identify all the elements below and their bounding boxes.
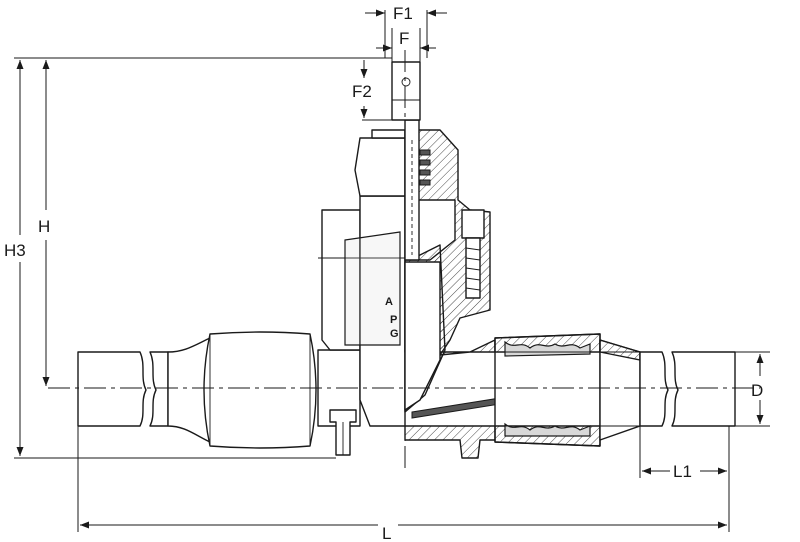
dimension-h3: H3 bbox=[4, 60, 336, 459]
inner-bore bbox=[445, 351, 640, 427]
dimension-label-l1: L1 bbox=[673, 462, 692, 481]
dimension-l1: L1 bbox=[639, 426, 730, 481]
right-coupling bbox=[494, 333, 641, 447]
dimension-label-h: H bbox=[38, 217, 50, 236]
dimension-f: F bbox=[376, 28, 436, 62]
dimension-label-l: L bbox=[382, 524, 391, 542]
dimension-d: D bbox=[735, 351, 770, 427]
dimension-l: L bbox=[77, 426, 730, 542]
dimension-h: H bbox=[38, 60, 50, 386]
left-weld-sleeve bbox=[203, 331, 317, 449]
dimension-label-f2: F2 bbox=[352, 82, 372, 101]
dimension-f2: F2 bbox=[352, 60, 392, 121]
right-pipe-end bbox=[639, 351, 736, 427]
bonnet-bolt bbox=[461, 209, 485, 299]
left-pipe-end bbox=[77, 337, 211, 443]
dimension-label-f: F bbox=[399, 29, 409, 48]
stem-packing bbox=[419, 149, 431, 186]
body-logo-mark: A bbox=[385, 296, 393, 308]
operating-nut bbox=[391, 61, 421, 121]
body-mark-g: G bbox=[390, 328, 399, 340]
body-marks: A P G bbox=[385, 296, 399, 340]
dimension-label-h3: H3 bbox=[4, 241, 26, 260]
valve-body-exterior bbox=[317, 129, 406, 427]
dimension-label-d: D bbox=[751, 381, 763, 400]
body-mark-p: P bbox=[390, 314, 397, 326]
dimension-label-f1: F1 bbox=[393, 4, 413, 23]
drain-plug bbox=[329, 409, 357, 456]
